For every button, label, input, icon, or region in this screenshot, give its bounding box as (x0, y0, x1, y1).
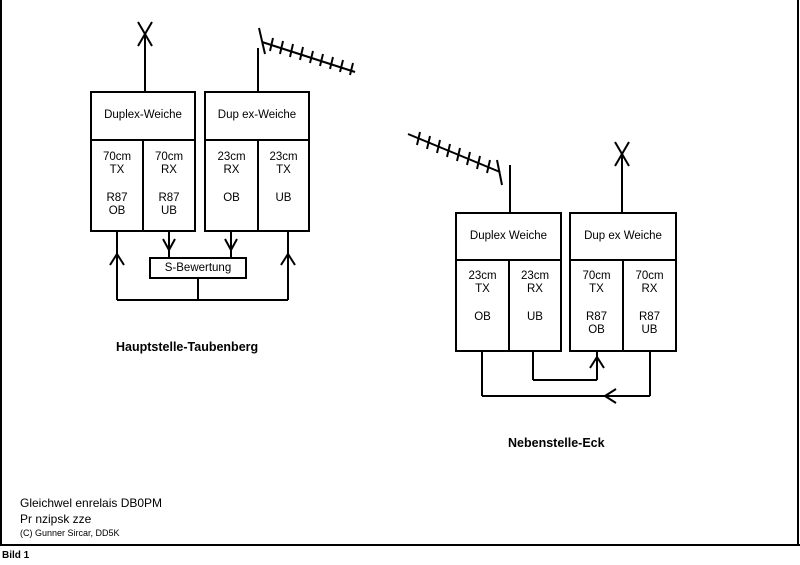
cell-direction: TX (276, 164, 291, 176)
cell-channel: R87 (106, 192, 128, 204)
main-station-name: Hauptstelle-Taubenberg (116, 340, 259, 354)
cell-channel: R87 (158, 192, 180, 204)
cell-channel: R87 (638, 311, 661, 323)
cell-band: 23cm (217, 151, 246, 163)
cell-side: OB (474, 311, 491, 323)
cell-side: OB (223, 192, 240, 204)
cell-side: UB (641, 324, 658, 336)
cell-side: OB (108, 205, 126, 217)
arrow-up-icon (589, 355, 605, 369)
arrow-up-icon (280, 252, 296, 266)
cell-band: 23cm (269, 151, 298, 163)
cell-band: 70cm (154, 151, 184, 163)
cell-band: 70cm (582, 270, 611, 282)
cell-direction: RX (641, 283, 658, 295)
yagi-antenna-icon (257, 27, 356, 92)
sub-cell-23-tx: 23cm TX OB (456, 270, 509, 324)
cell-band: 23cm (520, 270, 550, 282)
footer-subtitle: Pr nzipsk zze (20, 512, 92, 526)
vertical-antenna-icon (614, 141, 630, 213)
cell-direction: TX (589, 283, 604, 295)
arrow-up-icon (109, 252, 125, 266)
arrow-down-icon (224, 238, 238, 253)
main-cell-70-tx: 70cm TX R87 OB (91, 151, 143, 218)
cell-side: OB (588, 324, 605, 336)
cell-band: 23cm (468, 270, 497, 282)
arrow-left-icon (603, 388, 617, 404)
vertical-antenna-icon (137, 21, 153, 92)
sub-cell-70-rx: 70cm RX R87 UB (623, 270, 676, 337)
s-bewertung-label: S-Bewertung (164, 262, 232, 274)
sub-diplexer-70-label: Dup ex Weiche (584, 230, 662, 242)
cell-side: UB (275, 192, 292, 204)
cell-band: 70cm (102, 151, 132, 163)
cell-direction: RX (161, 164, 177, 176)
footer-credit: (C) Gunner Sircar, DD5K (20, 528, 120, 538)
cell-direction: RX (223, 164, 240, 176)
main-cell-70-rx: 70cm RX R87 UB (143, 151, 195, 218)
main-cell-23-rx: 23cm RX OB (205, 151, 258, 205)
yagi-antenna-icon (407, 131, 511, 213)
footer-title: Gleichwel enrelais DB0PM (20, 496, 163, 510)
main-diplexer-70-label: Duplex-Weiche (104, 109, 182, 121)
main-cell-23-tx: 23cm TX UB (258, 151, 309, 205)
sub-cell-23-rx: 23cm RX UB (509, 270, 561, 324)
sub-station-name: Nebenstelle-Eck (508, 436, 605, 450)
sub-cell-70-tx: 70cm TX R87 OB (570, 270, 623, 337)
cell-direction: TX (109, 164, 125, 176)
main-diplexer-23-label: Dup ex-Weiche (217, 109, 297, 121)
cell-direction: RX (527, 283, 543, 295)
cell-channel: R87 (585, 311, 608, 323)
cell-side: UB (161, 205, 177, 217)
cell-direction: TX (475, 283, 490, 295)
arrow-down-icon (162, 238, 176, 253)
cell-side: UB (527, 311, 543, 323)
sub-diplexer-23-label: Duplex Weiche (469, 230, 548, 242)
figure-caption: Bild 1 (2, 550, 30, 561)
cell-band: 70cm (635, 270, 664, 282)
